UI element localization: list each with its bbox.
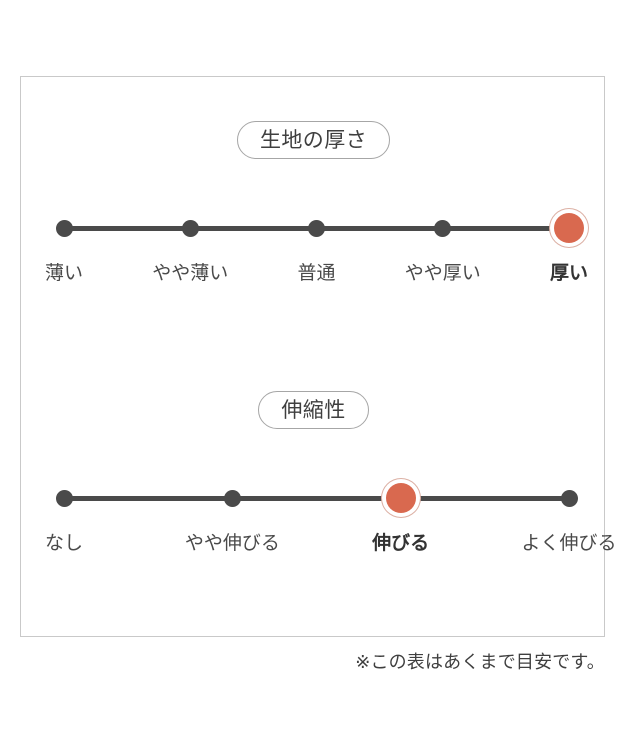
scale-label-thickness-2: 普通 — [297, 263, 336, 284]
scale-stretchiness: 伸縮性 なし やや伸びる 伸びる よく伸びる — [21, 391, 617, 561]
track-line-stretch — [64, 496, 569, 501]
scale-title-thickness: 生地の厚さ — [236, 121, 391, 159]
scale-label-stretch-3: よく伸びる — [521, 533, 617, 554]
scale-label-thickness-0: 薄い — [44, 263, 84, 284]
scale-labels-thickness: 薄い やや薄い 普通 やや厚い 厚い — [21, 259, 606, 291]
scale-point-thickness-4-active[interactable] — [554, 213, 584, 243]
scale-point-stretch-0[interactable] — [55, 489, 73, 507]
scale-label-stretch-1: やや伸びる — [184, 533, 280, 554]
scale-track-stretch — [21, 475, 606, 521]
scale-point-thickness-2[interactable] — [308, 219, 325, 237]
scale-title-stretch: 伸縮性 — [258, 391, 369, 429]
scale-track-thickness — [21, 205, 606, 251]
scale-labels-stretch: なし やや伸びる 伸びる よく伸びる — [21, 529, 617, 561]
scale-label-thickness-4-active: 厚い — [549, 263, 589, 284]
scale-fabric-thickness: 生地の厚さ 薄い やや薄い 普通 やや厚い 厚い — [21, 121, 606, 291]
scale-label-stretch-0: なし — [44, 533, 84, 554]
scale-point-thickness-1[interactable] — [181, 219, 199, 237]
scale-point-thickness-3[interactable] — [434, 219, 452, 237]
scale-track-inner-stretch — [55, 475, 578, 521]
chart-footnote: ※この表はあくまで目安です。 — [355, 652, 605, 672]
scale-labels-inner-thickness: 薄い やや薄い 普通 やや厚い 厚い — [45, 259, 588, 291]
scale-title-row-stretch: 伸縮性 — [21, 391, 606, 429]
scale-labels-inner-stretch: なし やや伸びる 伸びる よく伸びる — [45, 529, 617, 561]
scale-point-stretch-2-active[interactable] — [385, 483, 416, 513]
scale-label-thickness-3: やや厚い — [404, 263, 481, 284]
scale-title-row-thickness: 生地の厚さ — [21, 121, 606, 159]
scale-label-thickness-1: やや薄い — [152, 263, 229, 284]
scale-label-stretch-2-active: 伸びる — [372, 533, 430, 554]
scale-point-stretch-3[interactable] — [560, 489, 578, 507]
scale-track-inner-thickness — [55, 205, 584, 251]
scale-point-stretch-1[interactable] — [223, 489, 241, 507]
chart-card: 生地の厚さ 薄い やや薄い 普通 やや厚い 厚い — [20, 76, 617, 637]
scale-point-thickness-0[interactable] — [55, 219, 73, 237]
